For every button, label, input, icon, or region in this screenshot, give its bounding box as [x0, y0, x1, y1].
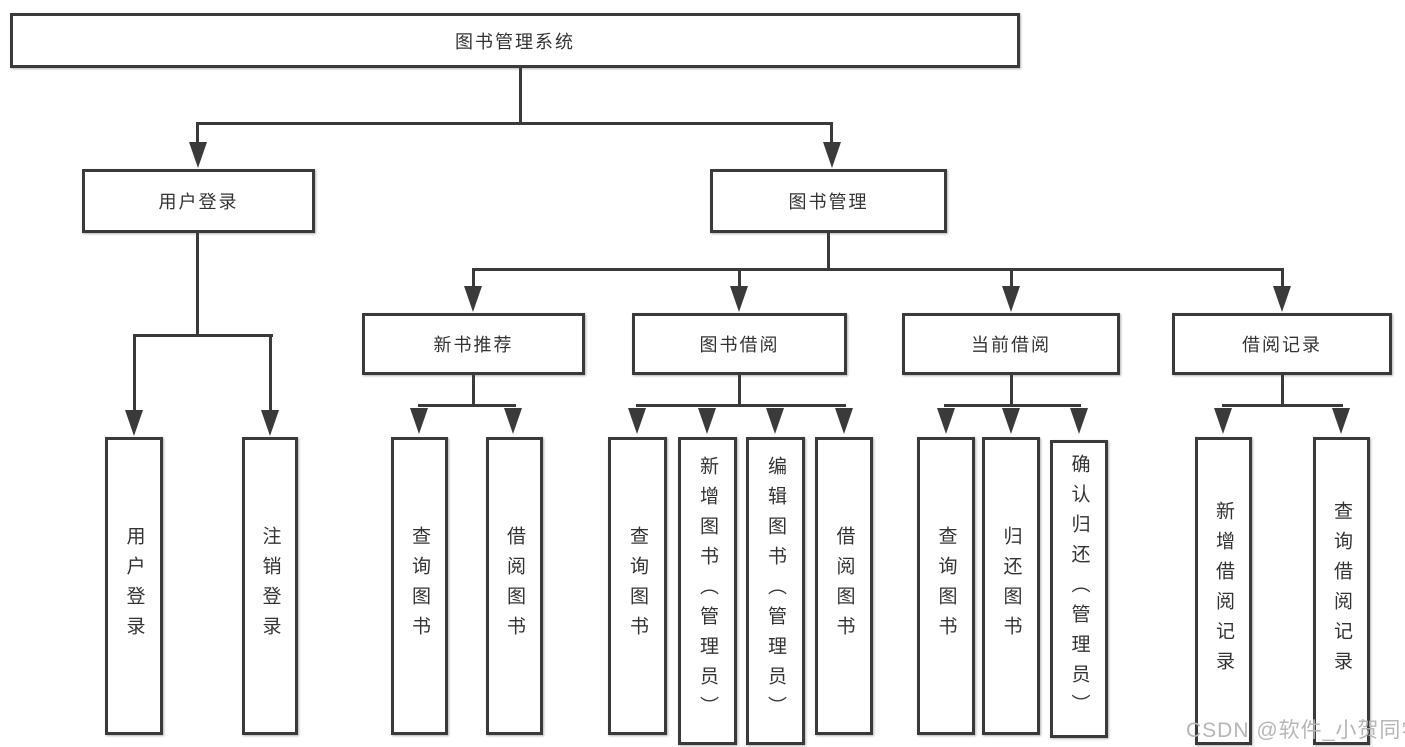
leaf-query-books-2: 查询图书 [608, 437, 667, 735]
leaf-edit-books-admin: 编辑图书（管理员） [746, 437, 805, 745]
node-label: 确认归还（管理员） [1068, 454, 1090, 724]
node-label: 归还图书 [1000, 526, 1022, 646]
connector-stem [1010, 271, 1013, 287]
node-book-management: 图书管理 [710, 169, 947, 233]
leaf-query-borrow-record: 查询借阅记录 [1313, 437, 1370, 745]
leaf-add-books-admin: 新增图书（管理员） [678, 437, 737, 745]
arrowhead-down-icon [189, 142, 207, 168]
arrowhead-down-icon [835, 408, 853, 434]
node-label: 借阅记录 [1242, 335, 1322, 355]
connector-current-span [944, 404, 1081, 407]
node-label: 借阅图书 [833, 526, 855, 646]
node-borrowing-records: 借阅记录 [1172, 313, 1392, 375]
leaf-query-books-3: 查询图书 [917, 437, 975, 735]
arrowhead-down-icon [698, 408, 716, 434]
leaf-borrow-books-1: 借阅图书 [486, 437, 543, 735]
node-label: 编辑图书（管理员） [765, 456, 786, 726]
arrowhead-down-icon [1332, 408, 1350, 434]
leaf-borrow-books-2: 借阅图书 [815, 437, 873, 735]
arrowhead-down-icon [823, 142, 841, 168]
arrowhead-down-icon [1002, 408, 1020, 434]
connector-stem [133, 337, 136, 410]
connector-stem [830, 124, 833, 144]
node-label: 图书管理系统 [455, 31, 575, 52]
node-label: 用户登录 [158, 192, 239, 212]
leaf-logout: 注销登录 [242, 437, 298, 735]
connector-userlogin-drop [196, 233, 199, 337]
node-label: 注销登录 [259, 526, 281, 646]
csdn-watermark: CSDN @软件_小贺同学 [1186, 719, 1405, 742]
node-library-management-system: 图书管理系统 [10, 13, 1020, 68]
node-label: 借阅图书 [504, 526, 525, 646]
arrowhead-down-icon [125, 410, 143, 436]
arrowhead-down-icon [1214, 408, 1232, 434]
arrowhead-down-icon [410, 408, 428, 434]
node-user-login: 用户登录 [82, 169, 315, 233]
arrowhead-down-icon [1002, 286, 1020, 312]
node-label: 新增借阅记录 [1213, 501, 1234, 681]
connector-stem [472, 271, 475, 287]
connector-newbook-span [418, 404, 516, 407]
node-book-borrowing: 图书借阅 [632, 313, 847, 375]
node-label: 用户登录 [123, 526, 145, 646]
arrowhead-down-icon [261, 410, 279, 436]
node-label: 查询图书 [627, 526, 648, 646]
connector-root-span [196, 122, 833, 125]
connector-root-drop [519, 68, 522, 124]
arrowhead-down-icon [730, 286, 748, 312]
node-label: 图书管理 [788, 192, 869, 212]
node-new-book-recommendation: 新书推荐 [362, 313, 585, 375]
leaf-confirm-return-admin: 确认归还（管理员） [1050, 440, 1108, 738]
connector-userlogin-span [133, 334, 273, 337]
node-label: 当前借阅 [971, 335, 1051, 355]
connector-bookmgmt-span [472, 268, 1284, 271]
arrowhead-down-icon [1070, 408, 1088, 434]
connector-stem [196, 124, 199, 144]
leaf-return-books: 归还图书 [982, 437, 1040, 735]
arrowhead-down-icon [1273, 286, 1291, 312]
arrowhead-down-icon [504, 408, 522, 434]
connector-stem [1281, 271, 1284, 287]
connector-borrowing-span [636, 404, 846, 407]
leaf-query-books-1: 查询图书 [391, 437, 448, 735]
connector-current-drop [1010, 375, 1013, 407]
arrowhead-down-icon [937, 408, 955, 434]
arrowhead-down-icon [766, 408, 784, 434]
arrowhead-down-icon [628, 408, 646, 434]
node-current-borrowing: 当前借阅 [902, 313, 1120, 375]
connector-records-span [1222, 404, 1343, 407]
node-label: 查询图书 [409, 526, 430, 646]
arrowhead-down-icon [464, 286, 482, 312]
connector-borrowing-drop [738, 375, 741, 407]
connector-records-drop [1281, 375, 1284, 407]
node-label: 图书借阅 [699, 335, 780, 355]
leaf-user-login: 用户登录 [105, 437, 163, 735]
connector-stem [269, 337, 272, 410]
node-label: 新书推荐 [433, 335, 514, 355]
connector-bookmgmt-drop [827, 233, 830, 271]
node-label: 查询图书 [935, 526, 957, 646]
connector-newbook-drop [472, 375, 475, 407]
node-label: 新增图书（管理员） [697, 456, 718, 726]
connector-stem [738, 271, 741, 287]
leaf-add-borrow-record: 新增借阅记录 [1195, 437, 1252, 745]
node-label: 查询借阅记录 [1331, 501, 1352, 681]
